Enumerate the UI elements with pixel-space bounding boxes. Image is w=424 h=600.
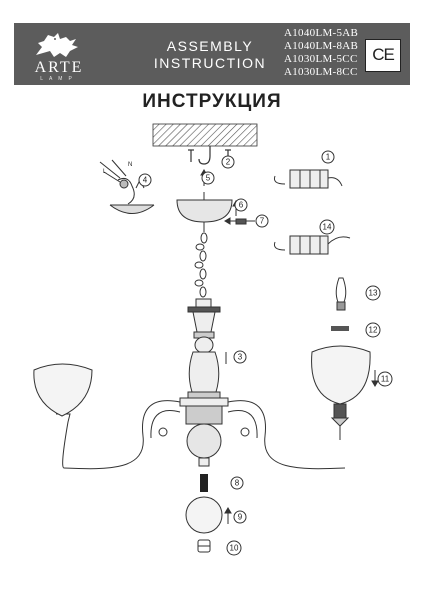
step-marker-4: 4 <box>138 173 152 187</box>
model-code: A1030LM-8CC <box>284 66 358 78</box>
canopy-wiring-detail <box>99 159 155 214</box>
model-code: A1040LM-5AB <box>284 27 359 39</box>
canopy-screw <box>235 218 255 225</box>
header-banner: ARTE LAMP ASSEMBLY INSTRUCTION A1040LM-5… <box>14 23 410 85</box>
finial-nut <box>197 539 211 553</box>
step-number: 8 <box>235 479 240 488</box>
wiring-detail-1 <box>274 169 343 189</box>
brand-name: ARTE <box>34 59 84 76</box>
page-subtitle: ИНСТРУКЦИЯ <box>142 91 282 112</box>
step-marker-12: 12 <box>365 322 381 338</box>
step-marker-7: 7 <box>255 214 269 228</box>
ce-mark: CE <box>365 39 401 72</box>
socket-ring <box>331 326 349 331</box>
left-shade <box>33 363 93 417</box>
arte-lamp-logo: ARTE LAMP <box>14 23 104 85</box>
step-number: 11 <box>381 375 390 384</box>
step-number: 12 <box>369 326 378 335</box>
center-body <box>185 405 223 467</box>
step-number: 5 <box>206 174 211 183</box>
model-code: A1040LM-8AB <box>284 40 359 52</box>
pendant-rod <box>200 474 208 492</box>
stem-column <box>179 298 229 407</box>
step-number: 4 <box>143 176 148 185</box>
step-number: 7 <box>260 217 265 226</box>
step-marker-3: 3 <box>233 350 247 364</box>
step-marker-13: 13 <box>365 285 381 301</box>
step-number: 13 <box>369 289 378 298</box>
step-marker-11: 11 <box>377 371 393 387</box>
wiring-detail-14 <box>274 235 351 255</box>
wire-label: N <box>128 162 132 168</box>
step-number: 2 <box>226 158 231 167</box>
step-marker-9: 9 <box>233 510 247 524</box>
title-line-2: INSTRUCTION <box>153 55 267 71</box>
chandelier-arms <box>63 400 346 470</box>
step-marker-10: 10 <box>226 540 242 556</box>
step-marker-6: 6 <box>234 198 248 212</box>
ce-mark-text: CE <box>372 45 395 64</box>
right-socket <box>333 403 347 419</box>
right-cup <box>330 417 350 427</box>
griffin-icon <box>36 33 78 57</box>
model-list: A1040LM-5AB A1040LM-8AB A1030LM-5CC A103… <box>284 27 374 79</box>
step-marker-5: 5 <box>201 171 215 185</box>
step-marker-1: 1 <box>321 150 335 164</box>
brand-subname: LAMP <box>40 76 78 82</box>
canopy <box>176 199 233 223</box>
chain <box>194 222 208 298</box>
step-marker-2: 2 <box>221 155 235 169</box>
step-number: 3 <box>238 353 243 362</box>
wire-label: L <box>103 169 107 175</box>
bulb <box>335 277 347 311</box>
step-number: 10 <box>230 544 239 553</box>
step-marker-8: 8 <box>230 476 244 490</box>
model-code: A1030LM-5CC <box>284 53 358 65</box>
ceiling-block <box>152 123 258 147</box>
title-line-1: ASSEMBLY <box>166 38 254 54</box>
pendant-ball <box>185 496 223 534</box>
step-number: 1 <box>326 153 331 162</box>
right-shade <box>311 345 371 405</box>
step-number: 9 <box>238 513 243 522</box>
step-number: 14 <box>323 223 332 232</box>
step-number: 6 <box>239 201 244 210</box>
step-marker-14: 14 <box>319 219 335 235</box>
